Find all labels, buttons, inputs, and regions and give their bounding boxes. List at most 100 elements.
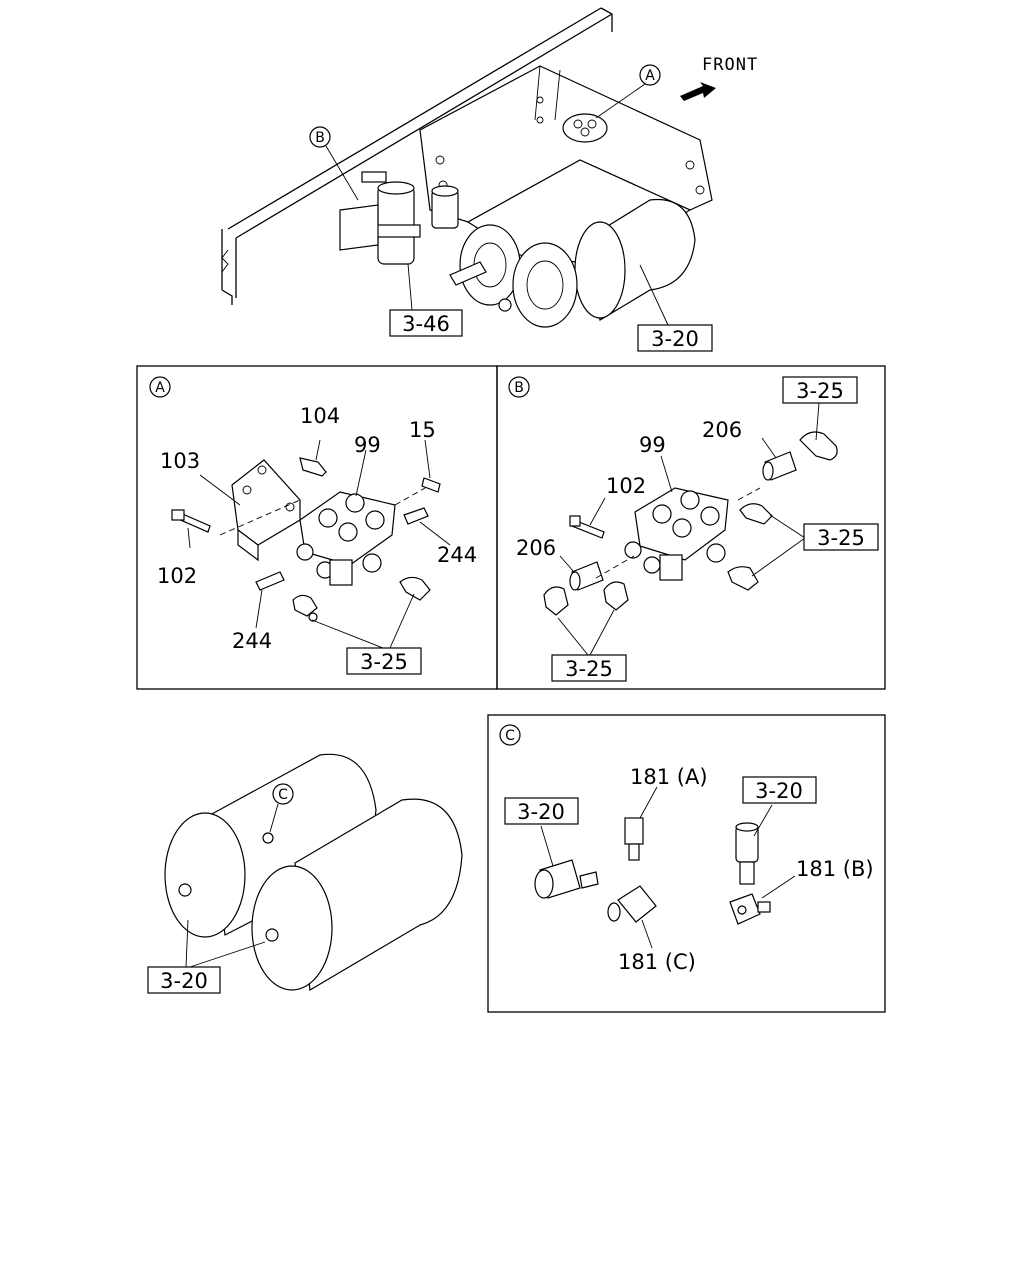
centerline-a1 xyxy=(219,499,301,536)
ref-3-20-c-left-text: 3-20 xyxy=(517,800,565,824)
leader-3-25-a2 xyxy=(389,593,415,649)
leader-3-25-bottom2 xyxy=(589,609,615,656)
adapter-206-left xyxy=(569,561,604,591)
leader-103 xyxy=(199,474,241,506)
detail-c-frame xyxy=(487,714,886,1013)
leader-tank-1 xyxy=(185,919,189,968)
front-arrow-icon xyxy=(680,82,716,101)
leader-3-25-top xyxy=(815,402,820,441)
tee-181b xyxy=(729,893,771,925)
brake-chambers xyxy=(449,224,578,328)
leader-99 xyxy=(355,449,367,497)
label-102-b: 102 xyxy=(606,474,646,498)
fitting-15 xyxy=(421,477,441,493)
leader-3-25-a1 xyxy=(311,619,384,649)
detail-c-panel: C 181 (A) 181 (B) 1 xyxy=(487,714,886,1013)
centerline-a2 xyxy=(394,487,426,506)
leader-206-left xyxy=(559,555,575,573)
bracket-103 xyxy=(231,459,301,562)
leader-181c xyxy=(641,919,653,949)
fitting-244-left xyxy=(255,571,285,591)
air-tank-large xyxy=(574,198,696,321)
detail-b-frame xyxy=(496,365,886,690)
leader-181a xyxy=(639,786,658,819)
detail-a-marker-circle xyxy=(149,376,171,398)
detail-c-marker: C xyxy=(505,728,515,744)
valve-99-b xyxy=(624,487,729,581)
detail-c-marker-circle xyxy=(499,724,521,746)
leader-102 xyxy=(187,527,191,549)
leader-15 xyxy=(424,439,431,479)
ref-3-25-a-link[interactable]: 3-25 xyxy=(346,647,422,675)
leader-104 xyxy=(315,439,321,461)
detail-b-marker: B xyxy=(514,380,524,396)
detail-b-marker-circle xyxy=(508,376,530,398)
ref-3-20-link[interactable]: 3-20 xyxy=(637,324,713,352)
ref-3-25-a-text: 3-25 xyxy=(360,650,408,674)
callout-a-label: A xyxy=(645,68,655,84)
label-244-left: 244 xyxy=(232,629,272,653)
frame-rail xyxy=(221,7,613,305)
label-181a: 181 (A) xyxy=(630,765,708,789)
leader-3-25-right1 xyxy=(769,514,806,539)
bolt-102 xyxy=(171,509,211,533)
leader-99-b xyxy=(660,455,673,493)
fitting-181a xyxy=(624,817,644,861)
ref-3-25-b-bottom-text: 3-25 xyxy=(565,657,613,681)
ref-3-46-text: 3-46 xyxy=(402,312,450,336)
relay-valve xyxy=(562,113,608,143)
leader-3-20-left xyxy=(540,825,554,867)
ref-3-20-tanks-link[interactable]: 3-20 xyxy=(147,966,221,994)
callout-b-circle xyxy=(309,126,331,148)
label-206-left: 206 xyxy=(516,536,556,560)
elbow-181c xyxy=(607,885,657,923)
fitting-244-right xyxy=(403,507,429,525)
tank-callout-c-leader xyxy=(269,803,279,833)
label-15: 15 xyxy=(409,418,436,442)
ref-3-20-c-right-link[interactable]: 3-20 xyxy=(742,776,817,804)
leader-181b xyxy=(761,875,796,899)
ref-3-46-link[interactable]: 3-46 xyxy=(389,309,463,337)
leader-3-20-right xyxy=(753,804,773,837)
ref-3-20-c-left-link[interactable]: 3-20 xyxy=(504,797,579,825)
detail-b-panel: B xyxy=(496,365,886,690)
ref-3-25-b-bottom-link[interactable]: 3-25 xyxy=(551,654,627,682)
air-tanks: C 3-20 xyxy=(147,753,463,994)
ref-3-25-b-right-link[interactable]: 3-25 xyxy=(803,523,879,551)
callout-b-label: B xyxy=(315,130,325,146)
drain-fitting xyxy=(262,832,274,844)
leader-206-top xyxy=(761,437,777,459)
bolt-104 xyxy=(299,457,327,477)
ref-3-25-b-top-link[interactable]: 3-25 xyxy=(782,376,858,404)
callout-b-leader xyxy=(325,145,359,201)
leader-3-25-bottom1 xyxy=(557,617,589,656)
ref-3-20-c-right-text: 3-20 xyxy=(755,779,803,803)
centerline-b2 xyxy=(595,555,635,579)
tank-callout-c-circle xyxy=(272,783,294,805)
label-99-b: 99 xyxy=(639,433,666,457)
label-181c: 181 (C) xyxy=(618,950,696,974)
leader-tank-2 xyxy=(189,941,266,968)
leader-244-right xyxy=(419,521,451,546)
leader-3-25-right2 xyxy=(751,537,806,577)
tank-callout-c: C xyxy=(278,787,288,803)
ref-3-20-leader xyxy=(639,264,669,326)
callout-a-leader xyxy=(595,83,646,119)
bolt-102-b xyxy=(569,515,605,539)
leader-244-left xyxy=(255,589,263,629)
small-canister xyxy=(431,185,459,229)
front-label: FRONT xyxy=(702,55,758,75)
callout-a-circle xyxy=(639,64,661,86)
elbow-fittings-a xyxy=(292,576,431,622)
ref-3-25-b-right-text: 3-25 xyxy=(817,526,865,550)
label-102: 102 xyxy=(157,564,197,588)
plug-3-20-left xyxy=(534,859,599,899)
ref-3-25-b-top-text: 3-25 xyxy=(796,379,844,403)
elbow-fittings-b xyxy=(543,431,838,616)
valve-99 xyxy=(296,491,396,586)
ref-3-46-leader xyxy=(407,263,413,311)
label-104: 104 xyxy=(300,404,340,428)
label-206-top: 206 xyxy=(702,418,742,442)
label-244-right: 244 xyxy=(437,543,477,567)
